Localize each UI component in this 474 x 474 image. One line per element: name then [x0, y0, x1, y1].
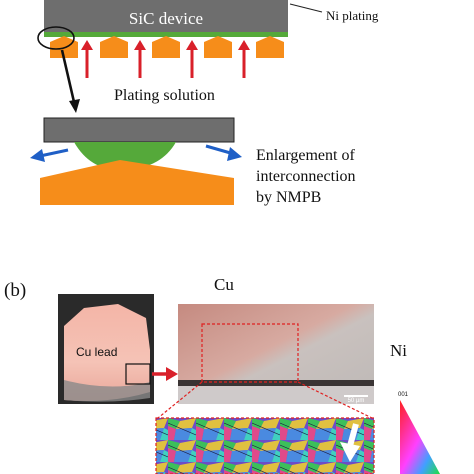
enlarged-device-bar	[43, 117, 235, 143]
red-up-arrow	[134, 40, 146, 78]
red-arrows	[81, 40, 250, 78]
cu-lead-label: Cu lead	[76, 345, 117, 359]
cu-lead-micrograph: Cu lead	[58, 294, 154, 404]
plating-solution-label: Plating solution	[114, 87, 215, 104]
panel-b-letter: (b)	[4, 280, 26, 301]
ni-plating-label: Ni plating	[326, 8, 379, 23]
bump	[100, 36, 128, 58]
sic-device-label: SiC device	[129, 9, 203, 28]
ipf-color-key: 001	[398, 392, 440, 474]
white-down-arrow	[340, 423, 360, 462]
red-up-arrow	[238, 40, 250, 78]
red-up-arrow	[81, 40, 93, 78]
zoom-circle	[37, 26, 75, 50]
ebsd-map	[155, 417, 375, 474]
cu-lead-shape	[64, 304, 150, 401]
enlargement-line-3: by NMPB	[256, 189, 321, 206]
red-up-arrow	[186, 40, 198, 78]
bump	[256, 36, 284, 58]
zoom-box-dashed	[201, 323, 299, 383]
ni-layer-band	[178, 380, 374, 386]
enlargement-detail	[30, 117, 242, 205]
scale-label: 50 µm	[348, 398, 365, 404]
bump	[50, 36, 78, 58]
blue-right-arrow	[205, 144, 242, 161]
zoom-connectors	[157, 381, 373, 419]
enlarged-bump	[40, 160, 234, 205]
ipf-triangle	[400, 400, 440, 474]
bump	[152, 36, 180, 58]
enlargement-line-2: interconnection	[256, 168, 356, 185]
ni-label: Ni	[390, 341, 407, 360]
zoom-arrow	[60, 49, 80, 113]
ni-plating-layer	[44, 32, 288, 37]
red-right-arrow	[152, 367, 178, 381]
sic-device-bar	[44, 0, 288, 32]
panel-b: (b) Cu Ni Cu lead 50 µm	[4, 275, 440, 474]
ipf-corner-label: 001	[398, 392, 409, 398]
cross-section-micrograph: 50 µm	[178, 304, 374, 404]
cu-label: Cu	[214, 275, 234, 294]
ni-plating-pointer	[289, 3, 323, 13]
enlargement-line-1: Enlargement of	[256, 147, 355, 164]
cu-lead-zoom-box	[125, 363, 151, 385]
enlarged-ni-layer	[74, 142, 176, 170]
bump	[204, 36, 232, 58]
bump-row	[50, 36, 284, 58]
panel-a: SiC device Ni plating Plating solution	[30, 0, 379, 206]
blue-left-arrow	[30, 148, 69, 162]
